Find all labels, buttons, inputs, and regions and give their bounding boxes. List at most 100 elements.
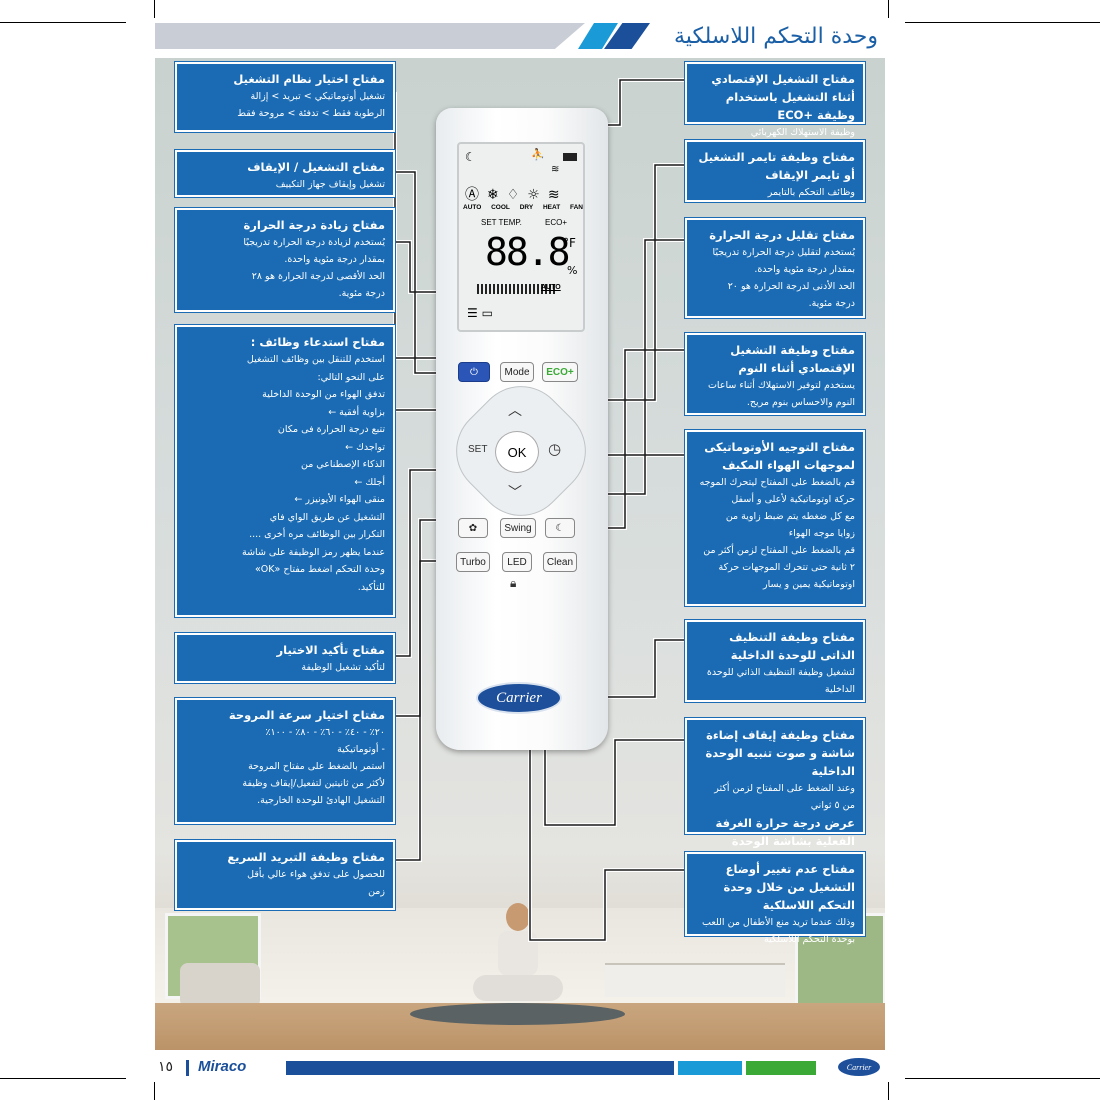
remote-brand-logo: Carrier	[476, 682, 562, 714]
callout-text: لتأكيد تشغيل الوظيفة	[301, 662, 385, 673]
callout-mode-key: مفتاح اختيار نظام التشغيل تشغيل أوتوماتي…	[175, 62, 395, 132]
callout-title: مفتاح التشغيل الإقتصادي أثناء التشغيل با…	[711, 72, 855, 122]
footer-logo: Carrier	[838, 1058, 880, 1076]
callout-text: تشغيل وإيقاف جهاز التكييف	[275, 179, 385, 190]
crop-mark	[0, 22, 126, 23]
eco-button[interactable]: ECO+	[542, 362, 578, 382]
mode-button[interactable]: Mode	[500, 362, 534, 382]
crop-mark	[888, 0, 889, 18]
callout-text: قم بالضغط على المفتاح ليتحرك الموجه حركة…	[699, 477, 855, 590]
percent-label: %	[567, 264, 578, 277]
mode-heat: HEAT	[542, 204, 561, 211]
footer-divider	[186, 1060, 189, 1076]
auto-fan-label: AUTO	[541, 284, 561, 291]
sofa	[180, 963, 260, 1008]
callout-text: يُستخدم لتقليل درجة الحرارة تدريجيًا بمق…	[712, 247, 856, 309]
callout-text: للحصول على تدفق هواء عالي بأقل زمن	[247, 869, 385, 897]
callout-text: لتشغيل وظيفة التنظيف الذاتي للوحدة الداخ…	[706, 667, 855, 695]
temperature-digits: 88.8	[485, 230, 571, 274]
footer-logo-text: Carrier	[846, 1062, 872, 1072]
yoga-mat	[410, 1003, 625, 1025]
wifi-icon: ≋	[551, 164, 560, 175]
callout-eco-key: مفتاح التشغيل الإقتصادي أثناء التشغيل با…	[685, 62, 865, 138]
page-title: وحدة التحكم اللاسلكية	[674, 24, 878, 49]
mode-auto: AUTO	[463, 204, 482, 211]
temp-up-button[interactable]: ︿	[508, 403, 522, 419]
led-button[interactable]: LED	[502, 552, 532, 572]
person-figure	[473, 903, 563, 1013]
callout-title: مفتاح وظيفة تايمر التشغيل أو تايمر الإيق…	[698, 150, 855, 182]
fan-bars	[477, 284, 557, 294]
ok-button[interactable]: OK	[495, 431, 539, 473]
power-button[interactable]: ⏻	[458, 362, 490, 382]
callout-title: مفتاح وظيفة التبريد السريع	[227, 850, 385, 864]
callout-title: مفتاح التوجيه الأوتوماتيكى لموجهات الهوا…	[704, 440, 855, 472]
callout-timer-key: مفتاح وظيفة تايمر التشغيل أو تايمر الإيق…	[685, 140, 865, 202]
mode-cool: COOL	[491, 204, 510, 211]
footer-bar-green	[746, 1061, 816, 1075]
footer-bar-light-blue	[678, 1061, 742, 1075]
person-icon: ⛹	[531, 148, 545, 161]
temperature-unit: °F	[563, 236, 576, 250]
callout-title: مفتاح اختيار نظام التشغيل	[233, 72, 385, 86]
battery-icon	[563, 153, 577, 161]
callout-title: مفتاح وظيفة التشغيل الإقتصادي أثناء النو…	[730, 343, 855, 375]
crop-mark	[888, 1082, 889, 1100]
crop-mark	[154, 0, 155, 18]
callout-title: مفتاح تقليل درجة الحرارة	[709, 228, 855, 242]
fan-speed-button[interactable]: ✿	[458, 518, 488, 538]
eco-label: ECO+	[545, 218, 568, 227]
mode-icons: Ⓐ❄♢☼≋	[465, 187, 568, 203]
crop-mark	[905, 22, 1100, 23]
callout-text: ٢٠٪ - ٤٠٪ - ٦٠٪ - ٨٠٪ - ١٠٠٪ - أوتوماتيك…	[242, 727, 385, 806]
page-number: ١٥	[158, 1059, 174, 1075]
mode-dry: DRY	[519, 204, 534, 211]
set-button[interactable]: SET	[468, 444, 488, 455]
crop-mark	[905, 1078, 1100, 1079]
callout-title: مفتاح استدعاء وظائف :	[250, 335, 385, 349]
footer-brand: Miraco	[198, 1058, 247, 1075]
callout-turbo-key: مفتاح وظيفة التبريد السريع للحصول على تد…	[175, 840, 395, 910]
callout-sleep-key: مفتاح وظيفة التشغيل الإقتصادي أثناء النو…	[685, 333, 865, 415]
cabinet	[605, 963, 785, 997]
callout-title: مفتاح وظيفة التنظيف الذاتى للوحدة الداخل…	[729, 630, 855, 662]
mode-fan: FAN	[569, 204, 583, 211]
callout-ok-key: مفتاح تأكيد الاختيار لتأكيد تشغيل الوظيف…	[175, 633, 395, 683]
callout-title: مفتاح زيادة درجة الحرارة	[243, 218, 386, 232]
sleep-button[interactable]: ☾	[545, 518, 575, 538]
callout-temp-up-key: مفتاح زيادة درجة الحرارة يُستخدم لزيادة …	[175, 208, 395, 312]
set-temp-label: SET TEMP.	[481, 218, 522, 227]
temp-down-button[interactable]: ﹀	[508, 485, 522, 501]
callout-text: تشغيل أوتوماتيكي > تبريد > إزالة الرطوبة…	[237, 91, 385, 119]
callout-fan-speed-key: مفتاح اختيار سرعة المروحة ٢٠٪ - ٤٠٪ - ٦٠…	[175, 698, 395, 824]
callout-power-key: مفتاح التشغيل / الإيقاف تشغيل وإيقاف جها…	[175, 150, 395, 197]
remote-brand-text: Carrier	[496, 689, 542, 706]
callout-text: وذلك عندما تريد منع الأطفال من اللعب بوح…	[701, 917, 855, 945]
callout-title: مفتاح عدم تغيير أوضاع التشغيل من خلال وح…	[723, 862, 855, 912]
callout-title: مفتاح التشغيل / الإيقاف	[247, 160, 385, 174]
crop-mark	[0, 1078, 126, 1079]
footer-bar-dark-blue	[286, 1061, 674, 1075]
callout-text: استخدم للتنقل بين وظائف التشغيل على النح…	[242, 354, 385, 593]
callout-text: وظيفة الاستهلاك الكهربائي	[750, 127, 855, 138]
clean-button[interactable]: Clean	[543, 552, 577, 572]
callout-text: يستخدم لتوفير الاستهلاك أثناء ساعات النو…	[707, 380, 855, 408]
swing-button[interactable]: Swing	[500, 518, 536, 538]
mode-labels: AUTO COOL DRY HEAT FAN	[463, 204, 583, 211]
callout-title: مفتاح تأكيد الاختيار	[276, 643, 386, 657]
callout-text: وعند الضغط على المفتاح لزمن أكثر من ٥ ثو…	[714, 783, 855, 811]
callout-functions-key: مفتاح استدعاء وظائف : استخدم للتنقل بين …	[175, 325, 395, 617]
callout-lock-key: مفتاح عدم تغيير أوضاع التشغيل من خلال وح…	[685, 852, 865, 945]
callout-text: وظائف التحكم بالتايمر	[767, 187, 855, 198]
callout-clean-key: مفتاح وظيفة التنظيف الذاتى للوحدة الداخل…	[685, 620, 865, 702]
callout-swing-key: مفتاح التوجيه الأوتوماتيكى لموجهات الهوا…	[685, 430, 865, 606]
callout-text: يُستخدم لزيادة درجة الحرارة تدريجيًا بمق…	[243, 237, 385, 299]
lock-icon: 🔒︎	[510, 576, 517, 590]
callout-title: مفتاح اختيار سرعة المروحة	[228, 708, 385, 722]
remote-display: ☾ ⛹ ≋ Ⓐ❄♢☼≋ AUTO COOL DRY HEAT FAN SET T…	[457, 142, 585, 332]
louver-icon: ☰ ▭	[467, 306, 493, 320]
crop-mark	[154, 1082, 155, 1100]
moon-icon: ☾	[465, 150, 476, 164]
turbo-button[interactable]: Turbo	[456, 552, 490, 572]
timer-button[interactable]: ◷	[548, 440, 562, 458]
